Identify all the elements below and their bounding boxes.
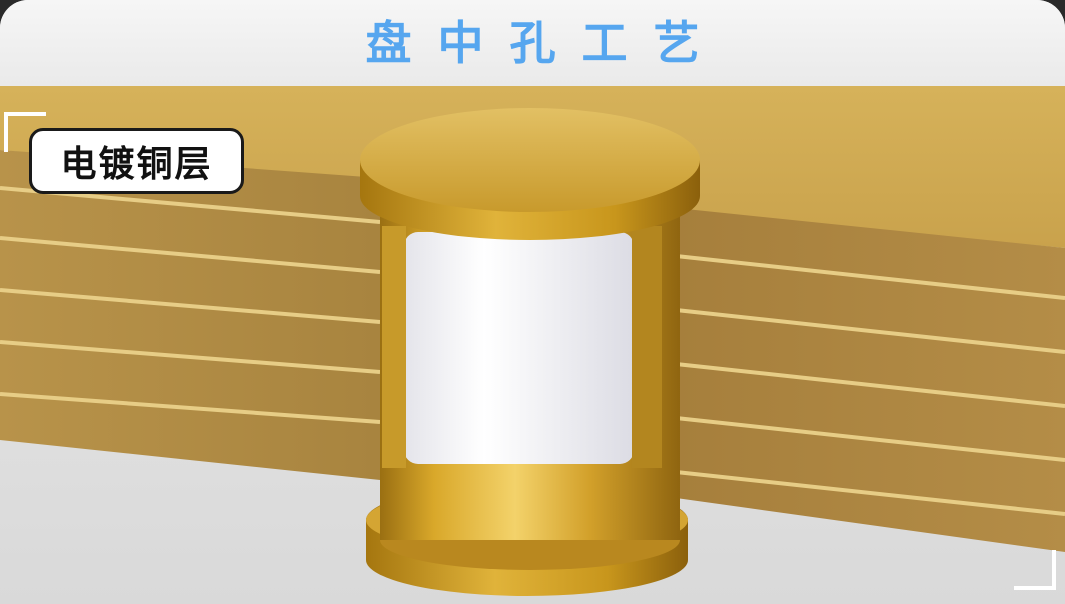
board-left-side xyxy=(0,150,380,480)
right-copper-layers xyxy=(675,254,1065,516)
corner-bracket-top-left xyxy=(4,112,46,152)
page-title: 盘中孔工艺 xyxy=(365,16,726,70)
via-inner-wall-right xyxy=(632,226,662,468)
via-resin-fill xyxy=(404,232,634,464)
callout-label: 电镀铜层 xyxy=(29,128,244,194)
corner-bracket-bottom-right xyxy=(1014,550,1056,590)
board-right-side xyxy=(676,208,1065,552)
via-inner-wall-left xyxy=(382,226,406,468)
title-bar: 盘中孔工艺 xyxy=(0,0,1065,86)
callout-label-text: 电镀铜层 xyxy=(60,144,213,185)
via-top-cap xyxy=(360,108,700,212)
